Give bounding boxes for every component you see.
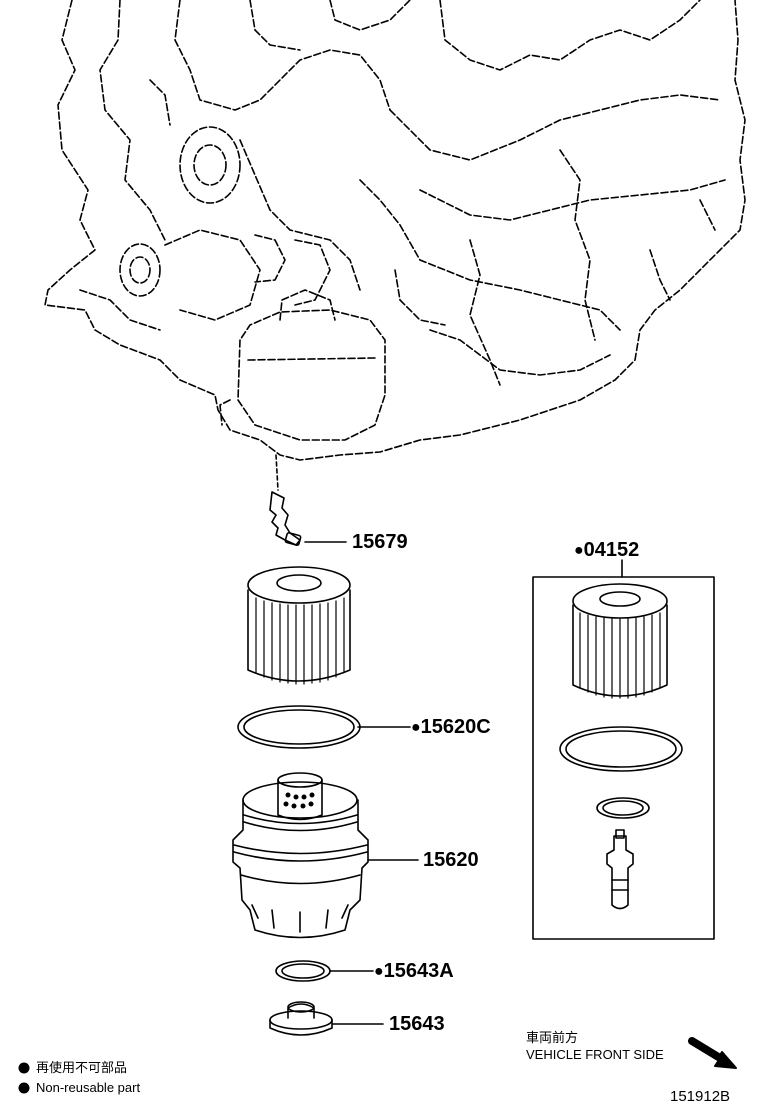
o-ring-large-drawing [237, 705, 361, 749]
direction-english: VEHICLE FRONT SIDE [526, 1047, 664, 1062]
o-ring-small-drawing [275, 960, 331, 982]
engine-block-outline [44, 0, 746, 461]
legend-english: Non-reusable part [36, 1080, 141, 1095]
filter-element-drawing [247, 566, 351, 685]
legend-dot-1 [18, 1062, 30, 1074]
legend-dot-2 [18, 1082, 30, 1094]
part-label-04152: ●04152 [574, 539, 640, 561]
non-reusable-marker: ● [574, 542, 584, 559]
kit-filter-element-drawing [572, 583, 668, 699]
filter-kit-box [532, 576, 715, 940]
non-reusable-marker: ● [411, 719, 421, 736]
drain-cock-plug-drawing [269, 491, 302, 546]
figure-id: 151912B [670, 1088, 731, 1105]
kit-drain-cock-drawing [606, 829, 634, 910]
part-label-15620: 15620 [423, 849, 479, 871]
legend-japanese: 再使用不可部品 [36, 1060, 128, 1075]
engine-drain-leader [275, 454, 279, 491]
kit-o-ring-large-drawing [559, 726, 683, 772]
drain-plug-drawing [269, 1001, 333, 1036]
part-label-15643A: ●15643A [374, 960, 454, 982]
kit-o-ring-small-drawing [596, 797, 650, 819]
part-label-15679: 15679 [352, 531, 408, 553]
direction-japanese: 車両前方 [526, 1030, 579, 1045]
part-label-15620C: ●15620C [411, 716, 491, 738]
non-reusable-marker: ● [374, 963, 384, 980]
part-label-15643: 15643 [389, 1013, 445, 1035]
vehicle-front-arrow-icon [688, 1037, 737, 1069]
oil-filter-cap-drawing [232, 772, 369, 939]
